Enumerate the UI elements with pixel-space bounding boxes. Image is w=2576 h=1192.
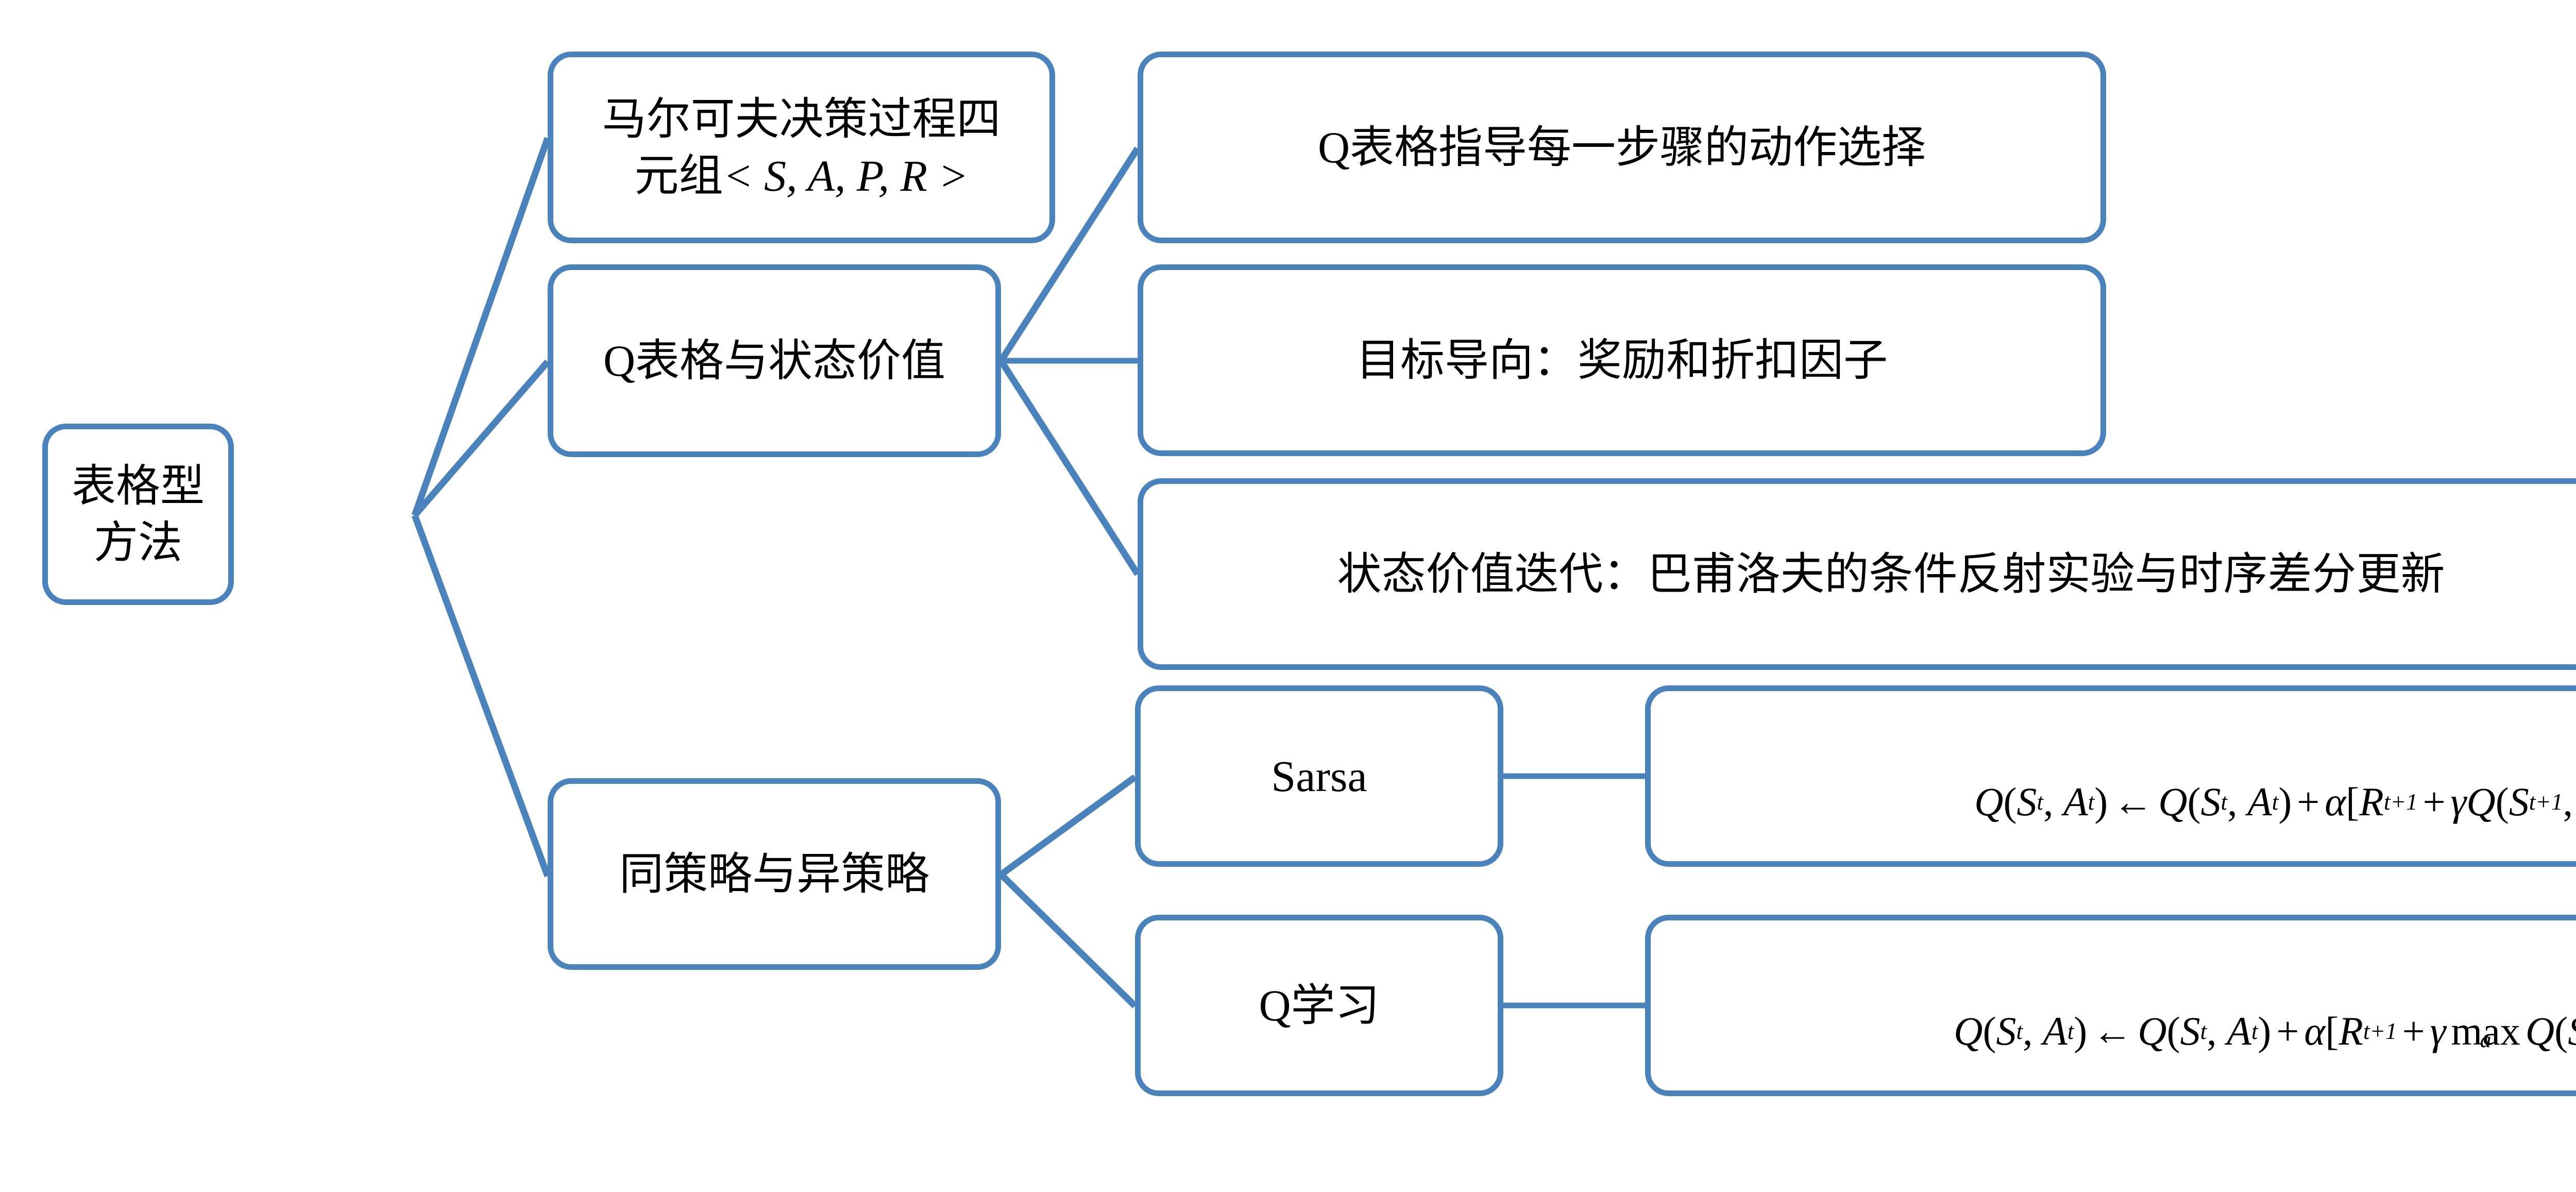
edge-root-qtable (412, 359, 550, 518)
node-mdp-label: 马尔可夫决策过程四元组< S, A, P, R > (590, 91, 1013, 204)
edge-root-policy (411, 514, 551, 878)
node-root-tabular-methods[interactable]: 表格型方法 (42, 424, 234, 605)
node-mdp-line2-prefix: 元组 (634, 151, 723, 200)
edge-policy-qlearn (998, 872, 1138, 1009)
node-mdp-tuple-text: < S, A, P, R > (723, 151, 969, 200)
node-qtable-label: Q表格与状态价值 (603, 335, 946, 385)
node-sarsa[interactable]: Sarsa (1135, 685, 1503, 867)
node-on-off-policy[interactable]: 同策略与异策略 (548, 778, 1001, 970)
node-state-value-iteration[interactable]: 状态价值迭代：巴甫洛夫的条件反射实验与时序差分更新 (1138, 478, 2576, 670)
node-q-learning[interactable]: Q学习 (1135, 915, 1503, 1096)
node-goal-label: 目标导向：奖励和折扣因子 (1356, 335, 1888, 385)
node-valueiter-label: 状态价值迭代：巴甫洛夫的条件反射实验与时序差分更新 (1337, 549, 2445, 599)
edge-policy-sarsa (999, 774, 1137, 878)
node-q-table-action-selection[interactable]: Q表格指导每一步骤的动作选择 (1138, 52, 2106, 243)
edge-qtable-valueiter (998, 359, 1141, 576)
node-mdp-tuple[interactable]: 马尔可夫决策过程四元组< S, A, P, R > (548, 52, 1055, 243)
node-root-label: 表格型方法 (72, 461, 205, 567)
node-sarsa-label: Sarsa (1271, 751, 1367, 801)
node-qlearn-label: Q学习 (1259, 980, 1380, 1030)
node-mdp-line1: 马尔可夫决策过程四 (602, 94, 1001, 144)
node-policy-label: 同策略与异策略 (619, 849, 929, 899)
node-goal-reward-discount[interactable]: 目标导向：奖励和折扣因子 (1138, 264, 2106, 456)
node-qguide-label: Q表格指导每一步骤的动作选择 (1317, 122, 1926, 172)
edge-root-mdp (411, 137, 551, 517)
node-qtable-state-value[interactable]: Q表格与状态价值 (548, 264, 1001, 457)
